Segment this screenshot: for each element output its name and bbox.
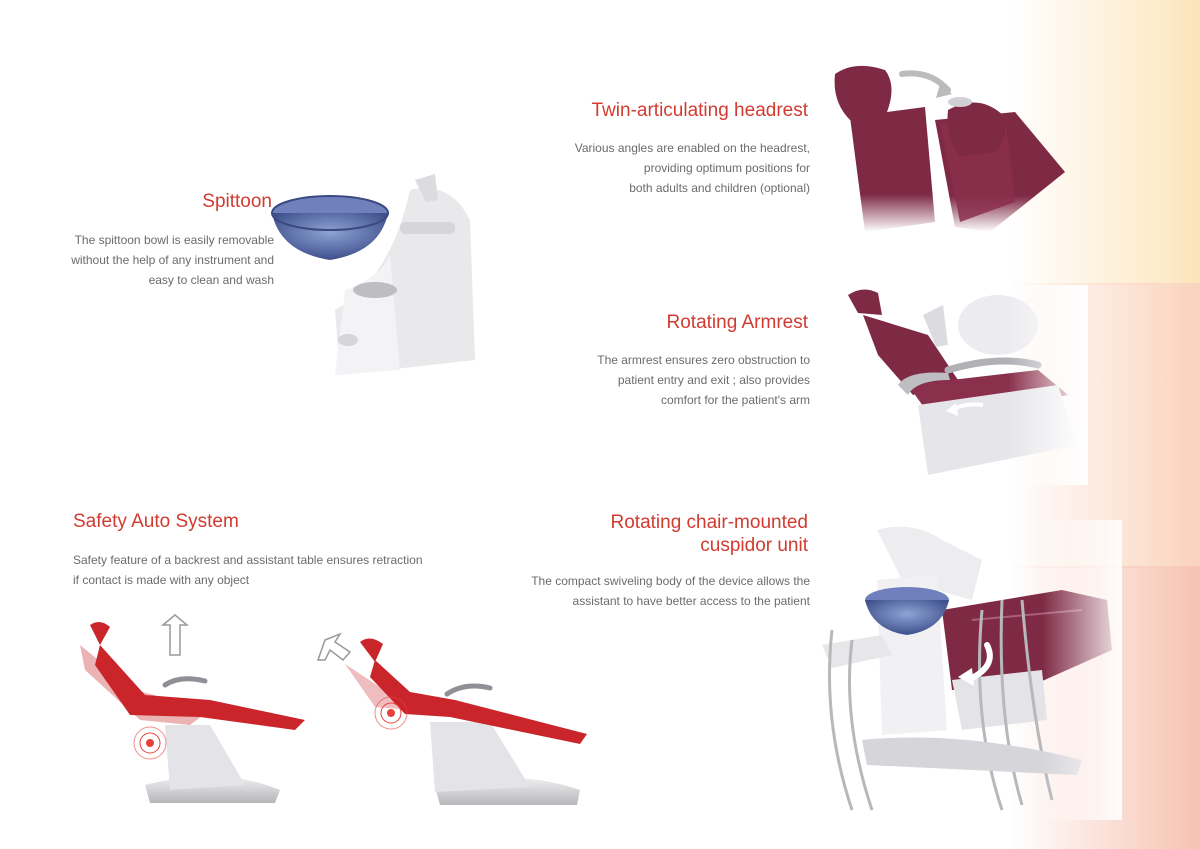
safety-description: Safety feature of a backrest and assista…	[73, 553, 423, 587]
safety-chair-image-1	[80, 614, 305, 803]
gradient-strip-top	[1010, 0, 1200, 285]
spittoon-description: The spittoon bowl is easily removable wi…	[71, 233, 274, 287]
spittoon-title: Spittoon	[202, 191, 272, 212]
spittoon-image	[240, 174, 510, 390]
cuspidor-title: Rotating chair-mounted cuspidor unit	[610, 512, 809, 556]
headrest-title: Twin-articulating headrest	[591, 100, 809, 121]
armrest-description: The armrest ensures zero obstruction to …	[597, 353, 810, 407]
armrest-title: Rotating Armrest	[666, 312, 809, 333]
headrest-image	[834, 65, 1065, 232]
safety-chair-image-2	[316, 632, 587, 805]
cuspidor-description: The compact swiveling body of the device…	[531, 574, 810, 608]
safety-title: Safety Auto System	[73, 511, 239, 532]
headrest-description: Various angles are enabled on the headre…	[574, 141, 810, 195]
armrest-image	[848, 285, 1088, 485]
cuspidor-image	[822, 520, 1122, 820]
